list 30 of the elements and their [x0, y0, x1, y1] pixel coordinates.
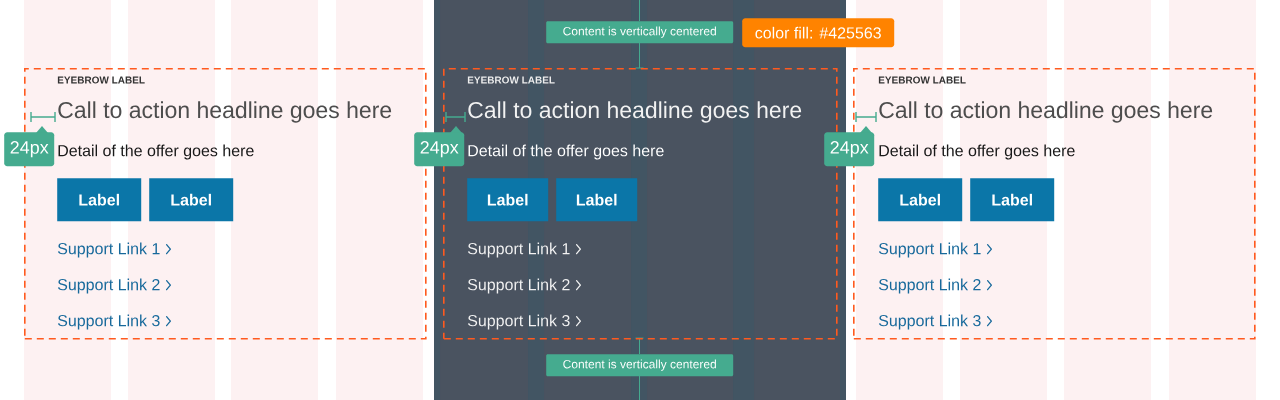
headline: Call to action headline goes here [879, 101, 1213, 123]
annotation-tag: Content is vertically centered [546, 21, 734, 44]
link: Support Link 1 [57, 242, 160, 258]
link: Support Link 1 [467, 242, 570, 258]
link: Support Link 1 [878, 242, 981, 258]
link: Support Link 3 [57, 314, 160, 330]
eyebrow-label: EYEBROW LABEL [467, 76, 555, 84]
headline: Call to action headline goes here [468, 101, 802, 123]
button: Label [467, 178, 549, 222]
body-text: Detail of the offer goes here [468, 144, 664, 160]
annotation-tag: Content is vertically centered [546, 354, 734, 377]
button: Label [556, 178, 638, 222]
button: Label [878, 178, 963, 222]
callout-badge: 24px [824, 126, 875, 167]
link: Support Link 2 [57, 278, 160, 294]
link: Support Link 3 [878, 314, 981, 330]
body-text: Detail of the offer goes here [58, 144, 254, 160]
link: Support Link 3 [467, 314, 570, 330]
link: Support Link 2 [467, 278, 570, 294]
annotation-tag: color fill: #425563 [742, 18, 895, 48]
button: Label [970, 178, 1055, 222]
eyebrow-label: EYEBROW LABEL [57, 76, 145, 84]
button: Label [57, 178, 142, 222]
button: Label [149, 178, 234, 222]
body-text: Detail of the offer goes here [879, 144, 1075, 160]
callout-badge: 24px [414, 126, 465, 167]
headline: Call to action headline goes here [58, 101, 392, 123]
callout-badge: 24px [4, 126, 55, 167]
eyebrow-label: EYEBROW LABEL [878, 76, 966, 84]
link: Support Link 2 [878, 278, 981, 294]
